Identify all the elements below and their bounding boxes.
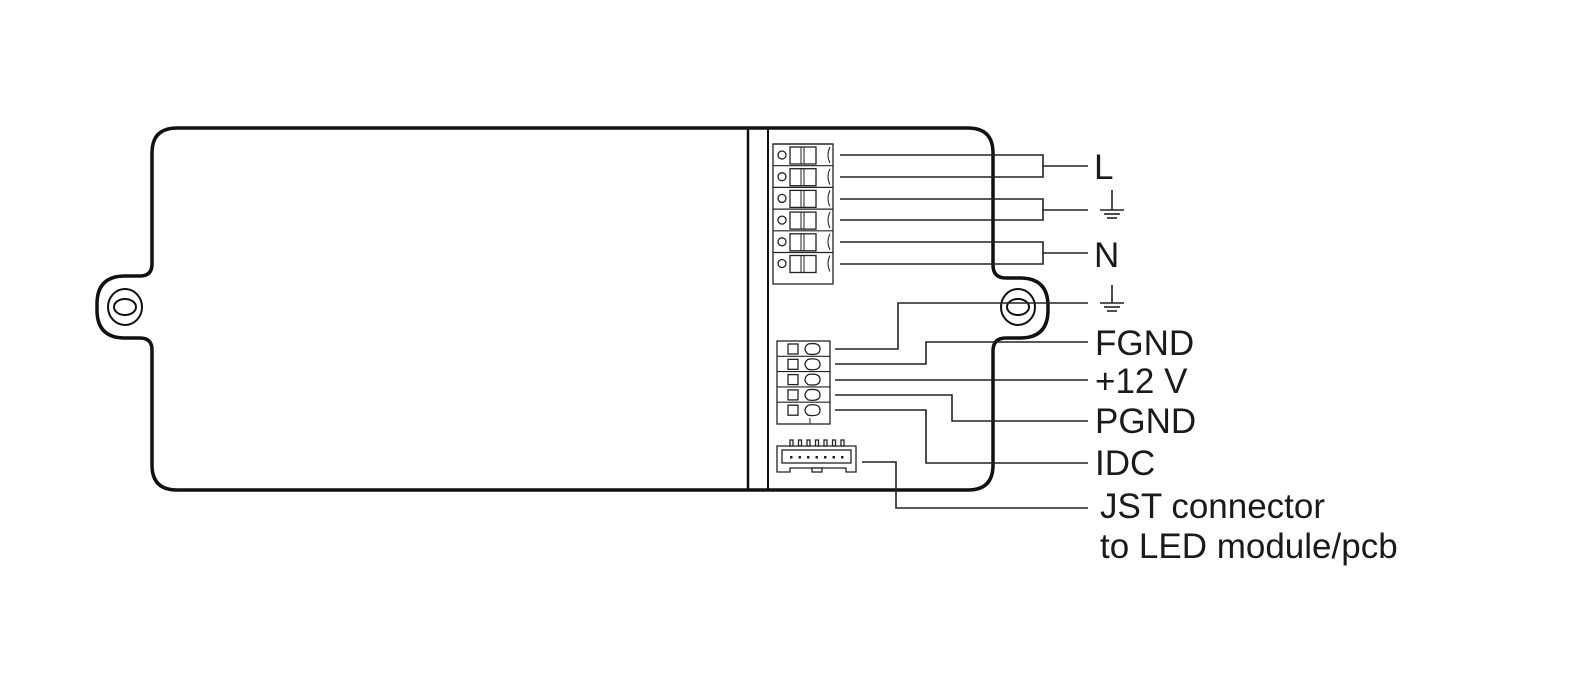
wire-earth-bottom bbox=[835, 302, 1088, 350]
wire-fgnd bbox=[835, 341, 1088, 365]
terminal-release bbox=[787, 358, 799, 370]
terminal-frame bbox=[776, 340, 831, 425]
jst-contact bbox=[807, 456, 810, 459]
jst-pin bbox=[806, 439, 811, 447]
jst-latch bbox=[811, 467, 823, 473]
terminal-screw-icon bbox=[777, 215, 787, 225]
terminal-clamp bbox=[789, 233, 817, 252]
jst-contact bbox=[832, 456, 835, 459]
terminal-spring bbox=[804, 342, 821, 356]
label-live: L bbox=[1094, 148, 1113, 187]
label-pgnd: PGND bbox=[1095, 402, 1196, 441]
jst-pin bbox=[797, 439, 803, 447]
terminal-entry bbox=[827, 168, 831, 185]
wire-jst bbox=[862, 461, 1088, 509]
terminal-clamp bbox=[789, 211, 817, 230]
terminal-spring bbox=[804, 388, 821, 401]
driver-housing-outline bbox=[95, 126, 1050, 492]
earth-icon bbox=[1100, 285, 1124, 312]
terminal-entry bbox=[827, 233, 831, 251]
label-jst-line1: JST connector bbox=[1100, 487, 1325, 526]
label-neutral: N bbox=[1094, 236, 1119, 275]
mounting-hole-right bbox=[1000, 288, 1036, 326]
terminal-clamp bbox=[789, 146, 817, 165]
terminal-screw-icon bbox=[777, 150, 787, 160]
wire-pgnd bbox=[835, 394, 1088, 422]
wire-L bbox=[840, 154, 1088, 178]
terminal-spring bbox=[804, 358, 821, 371]
label-jst-line2: to LED module/pcb bbox=[1100, 527, 1398, 566]
terminal-screw-icon bbox=[777, 258, 787, 269]
terminal-screw-icon bbox=[777, 237, 787, 247]
jst-contact bbox=[790, 456, 793, 459]
jst-pin bbox=[840, 439, 845, 447]
jst-contact bbox=[798, 456, 801, 459]
jst-pin bbox=[814, 439, 820, 447]
label-12v: +12 V bbox=[1095, 362, 1188, 401]
label-idc: IDC bbox=[1095, 444, 1155, 483]
terminal-clamp bbox=[789, 254, 817, 274]
earth-icon bbox=[1100, 190, 1124, 219]
terminal-spring bbox=[804, 404, 821, 417]
mains-terminal-block bbox=[772, 143, 834, 285]
terminal-entry bbox=[827, 146, 831, 164]
jst-pin bbox=[831, 439, 837, 447]
terminal-screw-icon bbox=[777, 193, 787, 204]
wire-N bbox=[840, 241, 1088, 265]
wiring-lines bbox=[835, 154, 1088, 509]
output-terminal-block bbox=[776, 340, 831, 425]
terminal-entry bbox=[827, 255, 831, 272]
label-fgnd: FGND bbox=[1095, 324, 1194, 363]
terminal-spring bbox=[804, 373, 821, 386]
jst-pin bbox=[823, 439, 828, 447]
mounting-hole-left bbox=[107, 288, 143, 326]
terminal-release bbox=[787, 343, 799, 355]
terminal-entry bbox=[827, 211, 831, 229]
jst-pin bbox=[789, 439, 794, 447]
terminal-screw-icon bbox=[777, 172, 787, 182]
terminal-release bbox=[787, 389, 799, 401]
jst-contact bbox=[841, 456, 844, 459]
wire-earth-top bbox=[840, 198, 1088, 221]
jst-contact bbox=[815, 456, 818, 459]
terminal-release bbox=[787, 373, 799, 386]
terminal-clamp bbox=[789, 189, 817, 209]
wire-idc bbox=[835, 409, 1088, 464]
jst-connector bbox=[776, 439, 857, 473]
terminal-release bbox=[787, 404, 799, 416]
jst-contact bbox=[824, 456, 827, 459]
terminal-entry bbox=[827, 190, 831, 207]
terminal-clamp bbox=[789, 168, 817, 187]
